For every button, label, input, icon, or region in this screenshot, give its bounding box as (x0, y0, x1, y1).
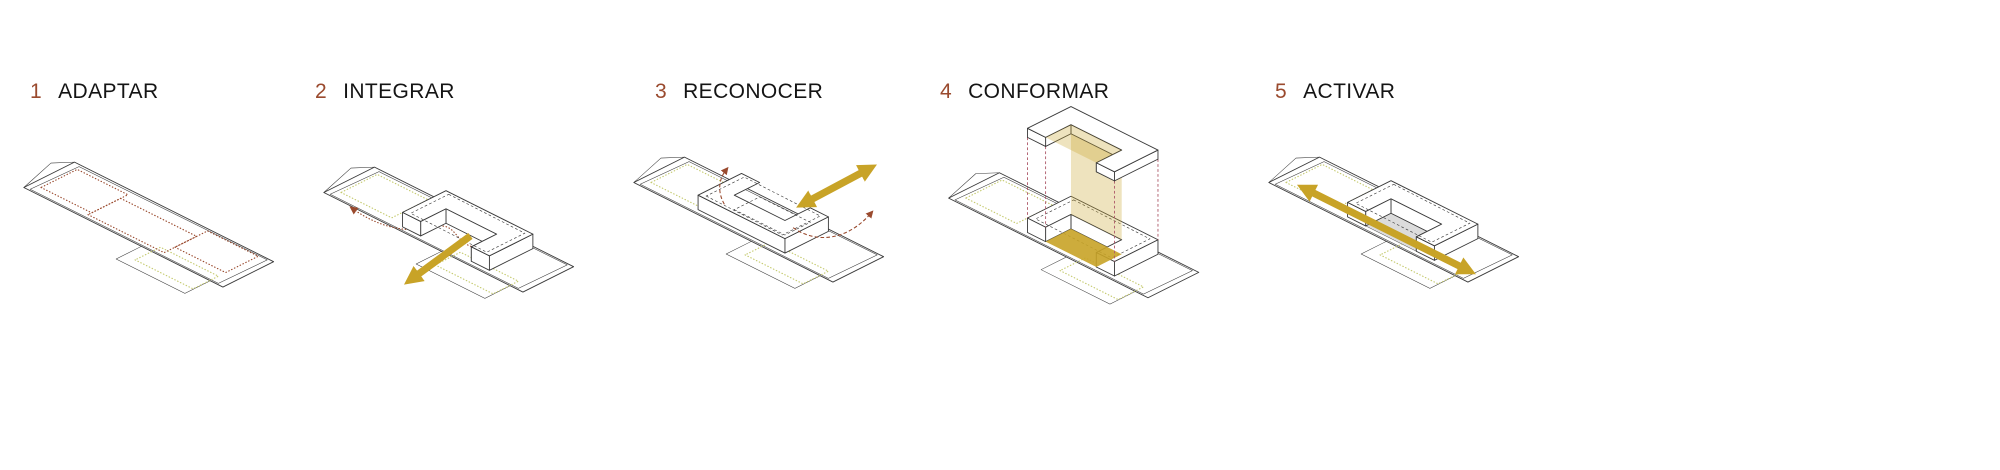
roof-slab (1027, 106, 1159, 182)
step-label: RECONOCER (683, 80, 824, 103)
step-number: 4 (940, 80, 953, 103)
diagram-adaptar (23, 161, 275, 294)
diagram-integrar (323, 166, 575, 299)
gold-arrow (403, 233, 473, 285)
step-label: INTEGRAR (343, 80, 455, 103)
projection-lines (1027, 137, 1159, 262)
diagram-activar (1268, 156, 1520, 289)
step-panel-conformar: 4 CONFORMAR (940, 0, 1250, 420)
gold-courtyard-floor (1045, 228, 1122, 267)
step-number: 3 (655, 80, 668, 103)
gold-double-arrow (796, 164, 877, 208)
building-volume (402, 190, 534, 271)
step-header: 1 ADAPTAR (30, 80, 159, 104)
step-panel-reconocer: 3 RECONOCER (633, 0, 950, 420)
step-panel-integrar: 2 INTEGRAR (315, 0, 625, 420)
step-header: 3 RECONOCER (655, 80, 823, 104)
step-panel-adaptar: 1 ADAPTAR (20, 0, 330, 420)
dashed-arrow-right (792, 210, 874, 239)
building-volume (697, 172, 829, 254)
diagram-reconocer (633, 156, 885, 289)
footprint-dotted-outlines (39, 168, 260, 274)
step-label: ADAPTAR (58, 80, 159, 103)
step-number: 1 (30, 80, 43, 103)
step-number: 2 (315, 80, 328, 103)
step-label: ACTIVAR (1303, 80, 1396, 103)
step-header: 2 INTEGRAR (315, 80, 455, 104)
step-header: 5 ACTIVAR (1275, 80, 1395, 104)
step-header: 4 CONFORMAR (940, 80, 1109, 104)
gold-double-arrow (1296, 184, 1476, 275)
dashed-arrow-up (719, 166, 729, 205)
gold-roof-glow (1045, 124, 1122, 163)
site-plan (23, 161, 275, 294)
diagram-conformar (948, 106, 1200, 305)
step-label: CONFORMAR (968, 80, 1110, 103)
step-panel-activar: 5 ACTIVAR (1265, 0, 1575, 420)
step-number: 5 (1275, 80, 1288, 103)
